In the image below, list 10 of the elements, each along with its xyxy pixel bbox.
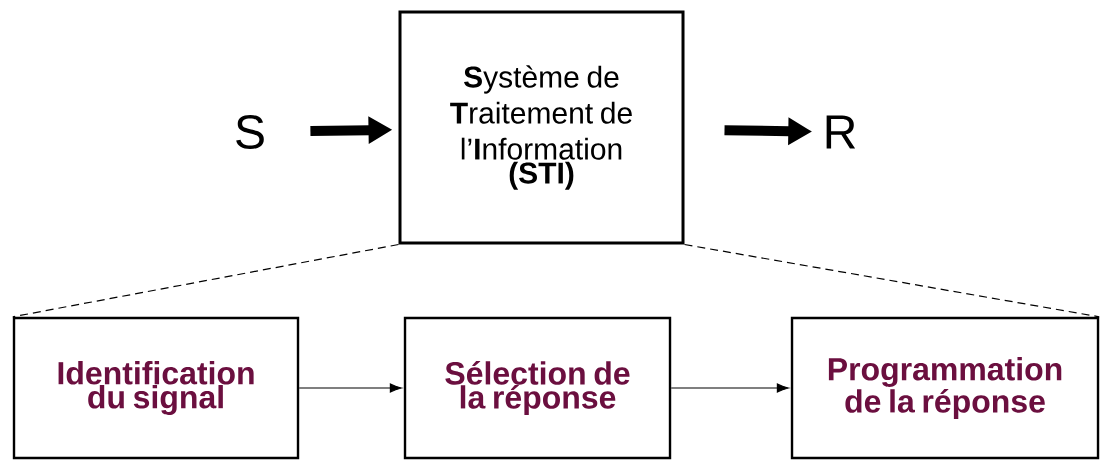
process-box: Sélection de la réponse <box>403 316 672 460</box>
zoom-line <box>683 243 1100 318</box>
arrow <box>298 383 402 393</box>
process-box: Système de Traitement de l’Information (STI) <box>398 10 685 245</box>
process-box: Programmation de la réponse <box>790 316 1100 460</box>
process-box: Identification du signal <box>12 316 300 460</box>
arrow <box>670 383 789 393</box>
zoom-line <box>12 243 400 318</box>
signal-label: R <box>826 115 856 149</box>
signal-label: S <box>236 115 264 149</box>
